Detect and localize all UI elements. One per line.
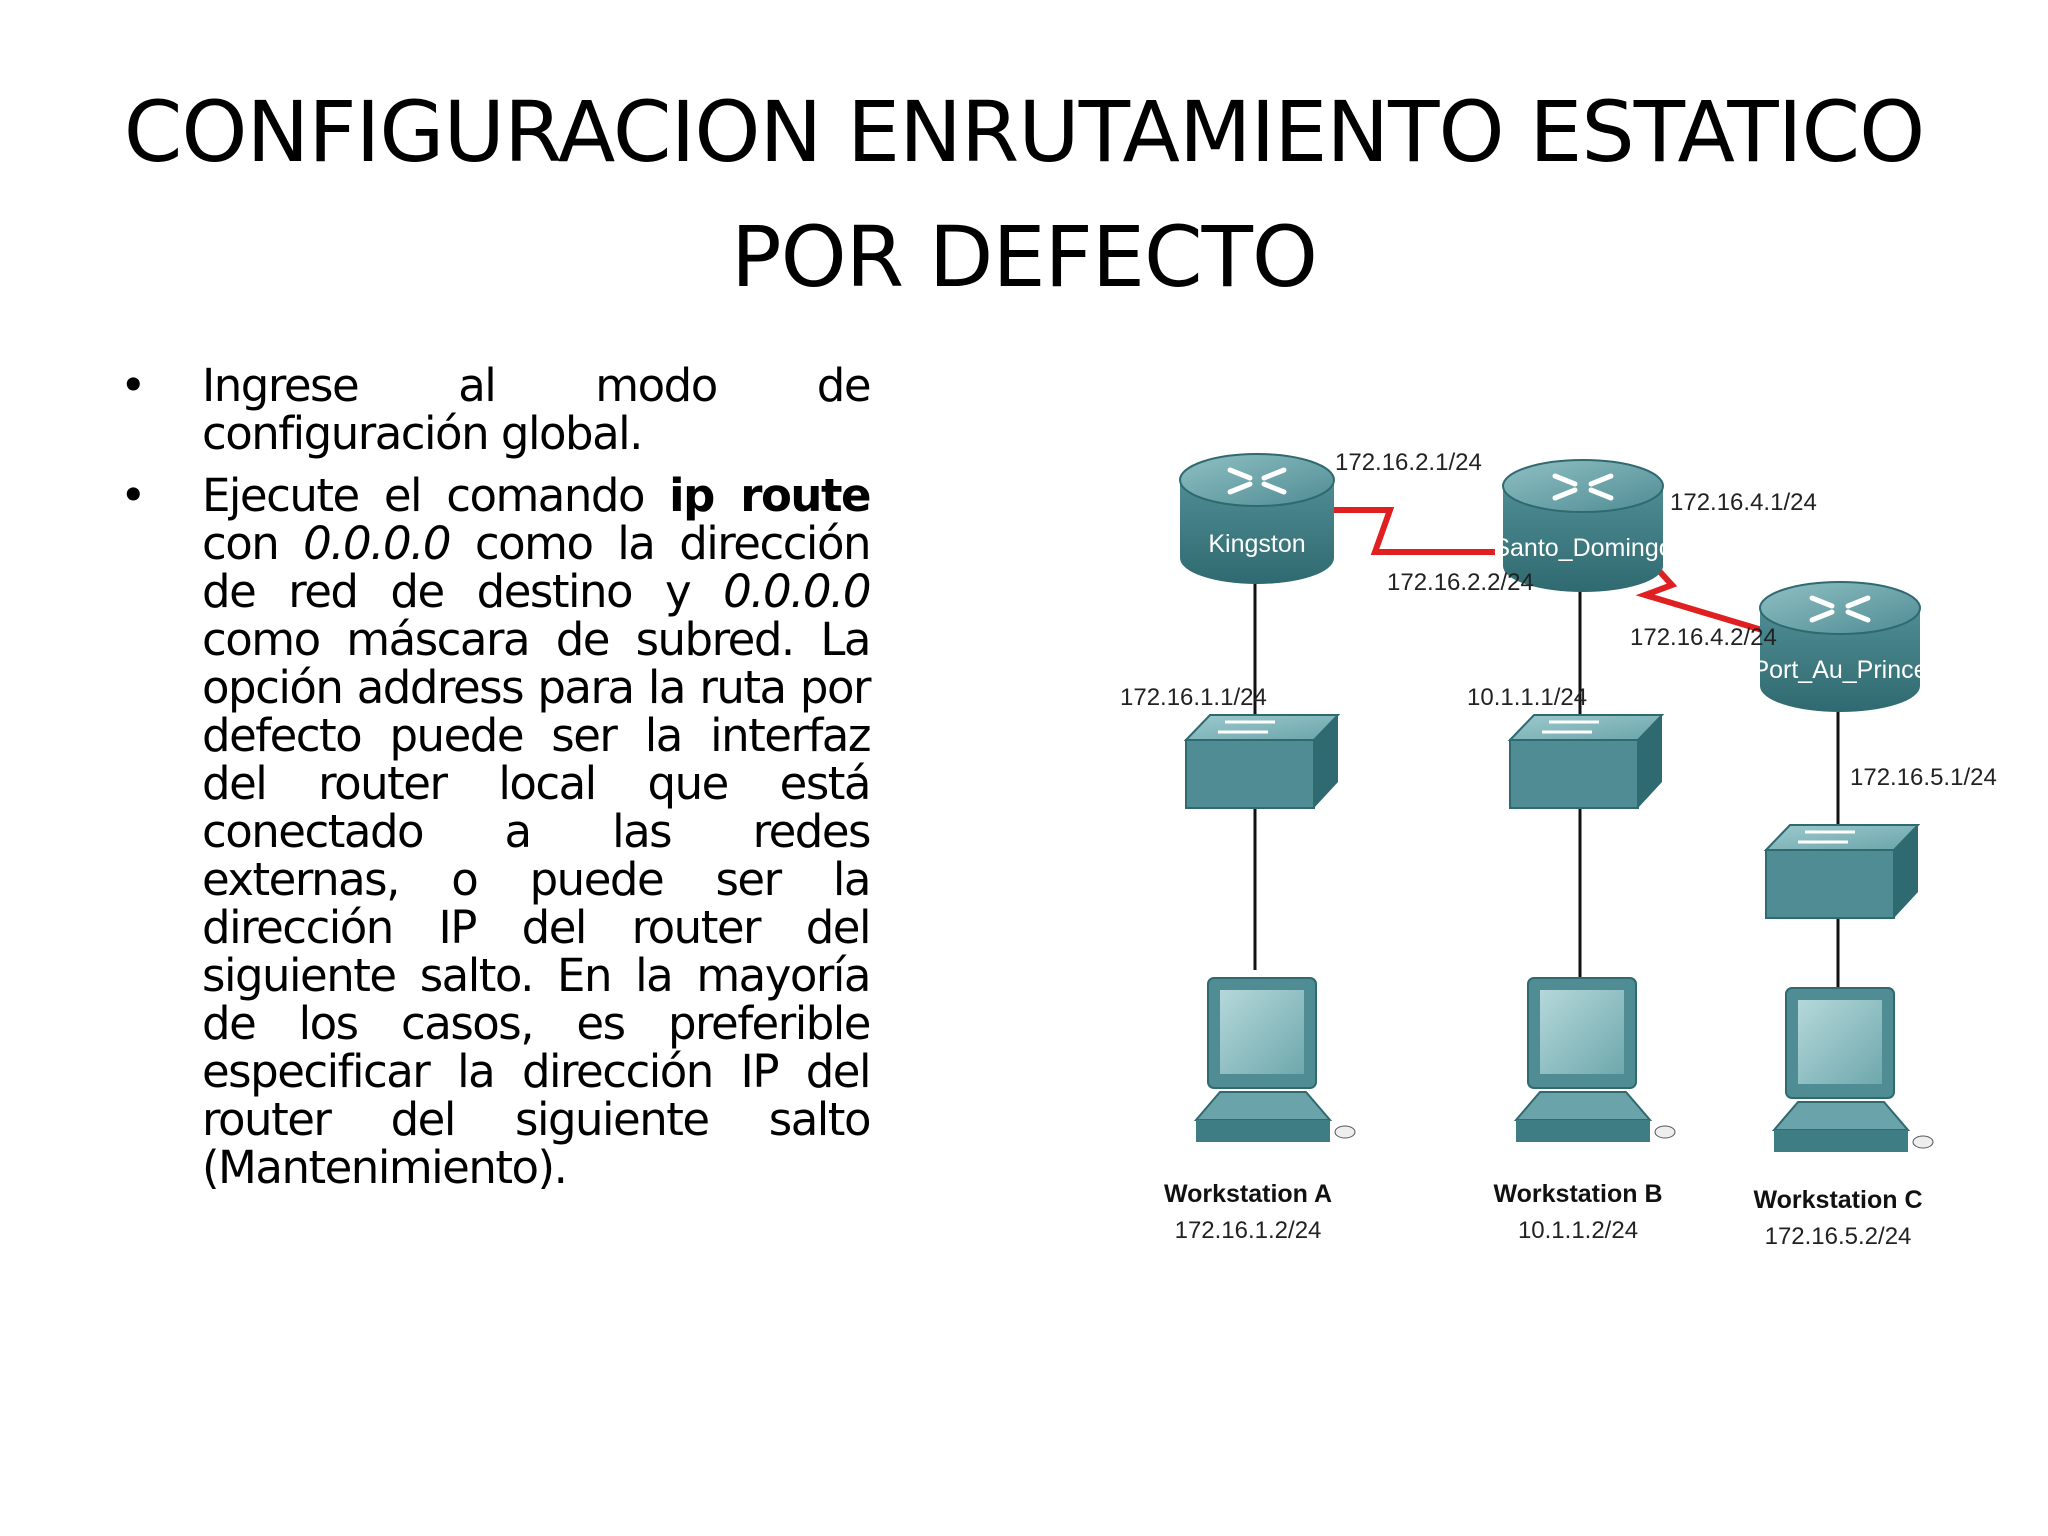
label-sd-serial-k: 172.16.2.2/24: [1387, 569, 1534, 596]
bullet-dot-icon: •: [120, 359, 147, 412]
router-name-santo-domingo: Santo_Domingo: [1493, 534, 1672, 562]
bullet-text-part4: como máscara de subred. La opción addres…: [202, 613, 872, 1194]
router-name-port-au-prince: Port_Au_Prince: [1752, 656, 1927, 684]
network-topology-diagram: Kingston Santo_Domingo Port_Au_Prince: [1120, 449, 1997, 1250]
slide-title: CONFIGURACION ENRUTAMIENTO ESTATICO POR …: [0, 70, 2048, 320]
switch-b[interactable]: [1507, 714, 1665, 809]
serial-link-kingston-santo-domingo: [1325, 507, 1495, 555]
workstation-b-name: Workstation B: [1494, 1180, 1663, 1208]
workstation-a-ip: 172.16.1.2/24: [1175, 1217, 1322, 1244]
workstation-a-icon[interactable]: [1193, 977, 1356, 1142]
workstation-b-icon[interactable]: [1513, 977, 1676, 1142]
bullet-text: Ingrese al modo de configuración global.: [202, 359, 872, 460]
bullet-text-part3: como la dirección de red de destino y: [202, 517, 872, 618]
switch-arrows-icon: [1542, 720, 1599, 734]
bullet-text-part1: Ejecute el comando: [202, 469, 670, 522]
workstation-a-name: Workstation A: [1164, 1180, 1332, 1208]
label-sd-serial-p: 172.16.4.1/24: [1670, 489, 1817, 516]
workstation-c-ip: 172.16.5.2/24: [1765, 1223, 1912, 1250]
router-arrows-icon: [1552, 473, 1614, 501]
workstation-c-name: Workstation C: [1754, 1186, 1923, 1214]
router-port-au-prince[interactable]: Port_Au_Prince: [1752, 581, 1928, 712]
label-sd-lan: 10.1.1.1/24: [1467, 684, 1587, 711]
router-arrows-icon: [1227, 467, 1287, 495]
label-k-serial: 172.16.2.1/24: [1335, 449, 1482, 476]
destination-network: 0.0.0.0: [303, 517, 451, 570]
bullet-dot-icon: •: [120, 469, 147, 522]
switch-c[interactable]: [1763, 824, 1921, 919]
switch-arrows-icon: [1218, 720, 1275, 734]
router-kingston[interactable]: Kingston: [1179, 453, 1335, 584]
router-arrows-icon: [1809, 595, 1871, 623]
slide-title-line1: CONFIGURACION ENRUTAMIENTO ESTATICO: [123, 83, 1926, 181]
switch-a[interactable]: [1183, 714, 1341, 809]
label-k-lan: 172.16.1.1/24: [1120, 684, 1267, 711]
label-p-lan: 172.16.5.1/24: [1850, 764, 1997, 791]
switch-arrows-icon: [1798, 830, 1855, 844]
command-ip-route: ip route: [669, 469, 871, 522]
subnet-mask: 0.0.0.0: [723, 565, 871, 618]
router-santo-domingo[interactable]: Santo_Domingo: [1493, 459, 1673, 592]
bullet-list: • Ingrese al modo de configuración globa…: [120, 359, 872, 1206]
workstation-c-icon[interactable]: [1771, 987, 1934, 1152]
workstation-b-ip: 10.1.1.2/24: [1518, 1217, 1638, 1244]
bullet-text-part2: con: [202, 517, 304, 570]
label-p-serial: 172.16.4.2/24: [1630, 624, 1777, 651]
bullet-item: • Ingrese al modo de configuración globa…: [120, 359, 872, 460]
bullet-item: • Ejecute el comando ip route con 0.0.0.…: [120, 469, 872, 1194]
slide-title-line2: POR DEFECTO: [730, 208, 1318, 306]
router-name-kingston: Kingston: [1208, 530, 1305, 558]
